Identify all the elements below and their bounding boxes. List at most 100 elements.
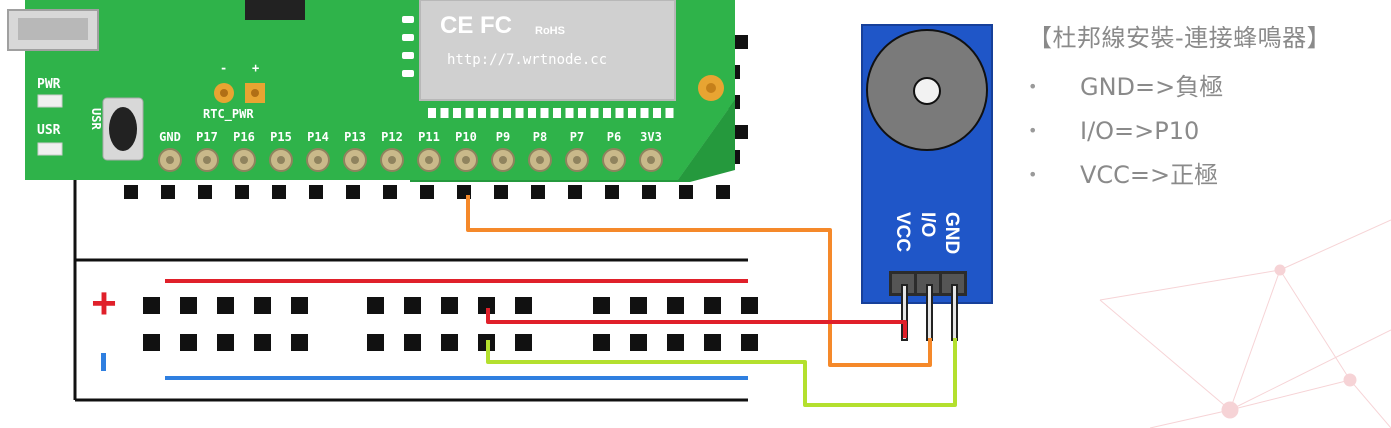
- breadboard-hole: [605, 185, 619, 199]
- breadboard-hole: [272, 185, 286, 199]
- header-mark: [653, 108, 661, 118]
- header-mark: [478, 108, 486, 118]
- breadboard-hole: [494, 185, 508, 199]
- pin-label: P6: [607, 130, 621, 144]
- header-mark: [565, 108, 574, 118]
- rail-hole: [667, 334, 684, 351]
- breadboard-rail-holes: [143, 297, 758, 351]
- rail-hole: [180, 297, 197, 314]
- module-pin-header: [889, 271, 967, 296]
- pin-label: GND: [159, 130, 181, 144]
- header-mark: [515, 108, 524, 118]
- rail-hole: [217, 334, 234, 351]
- header-mark: [578, 108, 586, 118]
- breadboard-hole: [161, 185, 175, 199]
- connection-legend: 【杜邦線安裝-連接蜂鳴器】 • GND=>負極 • I/O=>P10 •VCC=>正…: [1028, 18, 1388, 197]
- board-pin-hole: [388, 156, 396, 164]
- positive-rail-label: +: [91, 279, 117, 328]
- header-mark: [465, 108, 474, 118]
- board-pin-hole: [166, 156, 174, 164]
- legend-item-text: I/O=>P10: [1080, 117, 1200, 145]
- rail-hole: [667, 297, 684, 314]
- pin-label: P11: [418, 130, 440, 144]
- rtc-label: RTC_PWR: [203, 107, 254, 122]
- module-pin-label: I/O: [917, 212, 938, 237]
- rail-hole: [143, 297, 160, 314]
- header-mark: [528, 108, 536, 118]
- breadboard-hole: [346, 185, 360, 199]
- wire-gnd-green: [486, 338, 957, 407]
- rail-hole: [291, 334, 308, 351]
- header-mark: [540, 108, 549, 118]
- board-side-slots: [402, 16, 414, 77]
- top-chip: [245, 0, 305, 20]
- rtc-plus-label: +: [252, 61, 259, 75]
- legend-title: 【杜邦線安裝-連接蜂鳴器】: [1028, 24, 1332, 52]
- module-header-marks: [428, 108, 674, 118]
- pin-label: P12: [381, 130, 403, 144]
- board-pin-hole: [573, 156, 581, 164]
- pin-label: P14: [307, 130, 329, 144]
- header-mark: [553, 108, 561, 118]
- legend-item-io: • I/O=>P10: [1028, 109, 1388, 153]
- rail-hole: [515, 297, 532, 314]
- board-pin-hole: [462, 156, 470, 164]
- pin-label: 3V3: [640, 130, 662, 144]
- pin-label: P17: [196, 130, 218, 144]
- legend-item-vcc: •VCC=>正極: [1028, 153, 1388, 197]
- buzzer-center-hole: [913, 77, 941, 105]
- rail-hole: [367, 334, 384, 351]
- module-pin-label: GND: [941, 212, 962, 254]
- led-usr-label: USR: [37, 123, 61, 138]
- led-pwr-label: PWR: [37, 77, 61, 92]
- header-mark: [628, 108, 636, 118]
- bullet-icon: •: [1028, 121, 1038, 140]
- rail-hole: [515, 334, 532, 351]
- rail-hole: [478, 297, 495, 314]
- breadboard-hole: [679, 185, 693, 199]
- wrtnode-board: CE FC RoHS http://7.wrtnode.cc PWR USR U…: [7, 0, 735, 182]
- usr-button-label: USR: [89, 108, 103, 130]
- rail-hole: [404, 297, 421, 314]
- rail-hole: [404, 334, 421, 351]
- rail-hole: [217, 297, 234, 314]
- legend-item-text: VCC=>正極: [1080, 161, 1219, 189]
- legend-item-text: GND=>負極: [1080, 73, 1224, 101]
- board-pin-hole: [610, 156, 618, 164]
- cert-marks: CE FC: [440, 12, 512, 39]
- breadboard: +: [73, 30, 758, 402]
- rail-hole: [630, 334, 647, 351]
- board-pin-hole: [425, 156, 433, 164]
- rail-hole: [593, 334, 610, 351]
- breadboard-hole: [420, 185, 434, 199]
- board-pin-hole: [536, 156, 544, 164]
- wifi-module-shield: [419, 0, 676, 101]
- background-network-decoration: [1099, 219, 1391, 428]
- rail-hole: [593, 297, 610, 314]
- legend-list: • GND=>負極 • I/O=>P10 •VCC=>正極: [1028, 65, 1388, 197]
- negative-rail-label: [101, 353, 106, 371]
- header-mark: [428, 108, 436, 118]
- header-mark: [615, 108, 624, 118]
- wires: [466, 195, 957, 407]
- board-pin-hole: [499, 156, 507, 164]
- rail-hole: [441, 334, 458, 351]
- header-mark: [603, 108, 611, 118]
- rail-hole: [441, 297, 458, 314]
- breadboard-hole: [124, 185, 138, 199]
- pin-label: P13: [344, 130, 366, 144]
- header-mark: [490, 108, 499, 118]
- pin-label: P16: [233, 130, 255, 144]
- board-url: http://7.wrtnode.cc: [447, 52, 607, 68]
- board-pin-hole: [351, 156, 359, 164]
- pin-label: P10: [455, 130, 477, 144]
- breadboard-hole: [716, 185, 730, 199]
- header-mark: [440, 108, 449, 118]
- wire-io-orange: [466, 195, 932, 367]
- breadboard-hole: [740, 125, 748, 139]
- board-pin-hole: [240, 156, 248, 164]
- header-mark: [665, 108, 674, 118]
